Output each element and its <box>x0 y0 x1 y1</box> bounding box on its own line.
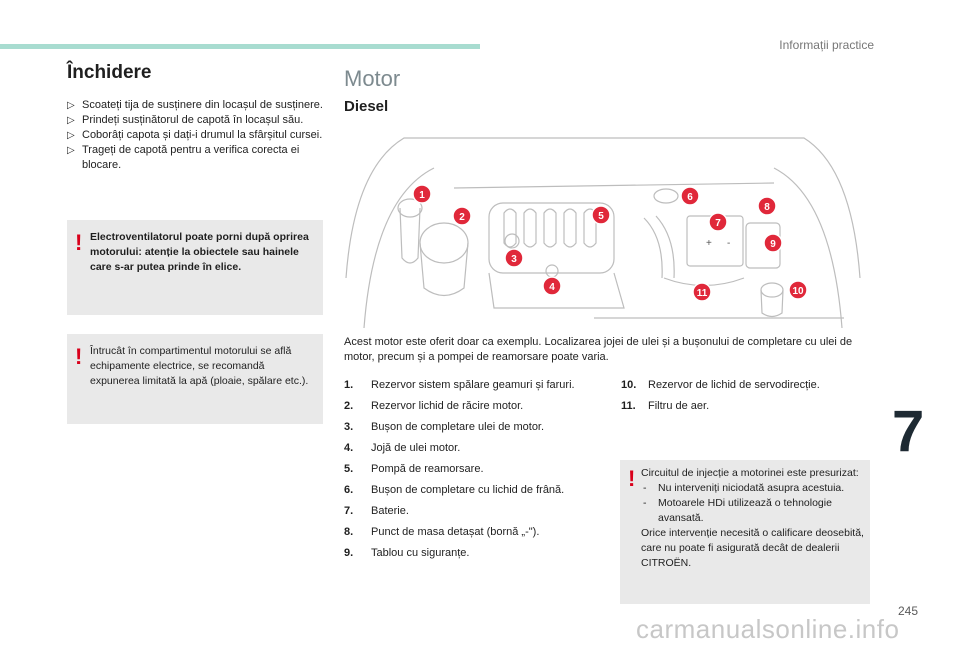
warning-text: Electroventilatorul poate porni după opr… <box>90 231 309 273</box>
list-item: 10.Rezervor de lichid de servodirecție. <box>621 379 820 391</box>
marker-label: 1 <box>419 190 425 201</box>
marker-label: 9 <box>770 239 776 250</box>
callout-markers <box>412 184 808 302</box>
parts-list-left: 1.Rezervor sistem spălare geamuri și far… <box>344 378 594 567</box>
list-item: ▷Coborâți capota și dați-i drumul la sfâ… <box>67 129 323 141</box>
list-item: 1.Rezervor sistem spălare geamuri și far… <box>344 379 575 391</box>
chapter-number: 7 <box>892 399 925 464</box>
marker-label: 10 <box>792 286 804 297</box>
page-number: 245 <box>898 604 919 618</box>
list-item: 4.Jojă de ulei motor. <box>344 442 461 454</box>
marker-3 <box>504 248 524 268</box>
warning-box-injection: ! Circuitul de injecție a motorinei este… <box>620 460 870 604</box>
marker-label: 2 <box>459 212 465 223</box>
motor-title: Motor <box>344 66 401 91</box>
list-item: 2.Rezervor lichid de răcire motor. <box>344 400 524 412</box>
header-accent-bar <box>0 44 480 49</box>
marker-9 <box>763 233 783 253</box>
bullet-icon: ▷ <box>67 145 75 156</box>
marker-7 <box>708 212 728 232</box>
list-item: 7.Baterie. <box>344 505 409 517</box>
warning-box-fan: ! Electroventilatorul poate porni după o… <box>67 220 323 315</box>
list-item: ▷Trageți de capotă pentru a verifica cor… <box>67 144 300 171</box>
list-item: 8.Punct de masa detașat (bornă „-"). <box>344 526 540 538</box>
warning-icon: ! <box>75 230 83 255</box>
list-item: 11.Filtru de aer. <box>621 400 710 412</box>
marker-label: 7 <box>715 218 721 229</box>
list-item: 9.Tablou cu siguranțe. <box>344 547 470 559</box>
bullet-icon: ▷ <box>67 130 75 141</box>
marker-11 <box>692 282 712 302</box>
warning-box-water: ! Întrucât în compartimentul motorului s… <box>67 334 323 424</box>
list-item: -Nu interveniți niciodată asupra acestui… <box>643 482 845 494</box>
parts-list-right: 10.Rezervor de lichid de servodirecție. … <box>621 378 861 420</box>
marker-label: 8 <box>764 202 770 213</box>
marker-10 <box>788 280 808 300</box>
list-item: 6.Bușon de completare cu lichid de frână… <box>344 484 565 496</box>
marker-label: 6 <box>687 192 693 203</box>
closing-title: Închidere <box>67 62 152 83</box>
list-item: 3.Bușon de completare ulei de motor. <box>344 421 545 433</box>
warning-icon: ! <box>75 344 83 369</box>
bullet-icon: ▷ <box>67 115 75 126</box>
diesel-subtitle: Diesel <box>344 98 389 115</box>
list-item: ▷Prindeți susținătorul de capotă în loca… <box>67 114 304 126</box>
marker-2 <box>452 206 472 226</box>
marker-label: 3 <box>511 254 517 265</box>
bullet-icon: ▷ <box>67 100 75 111</box>
marker-label: 5 <box>598 211 604 222</box>
list-item: ▷Scoateți tija de susținere din locașul … <box>67 99 323 111</box>
battery-plus-label: + <box>706 238 712 249</box>
marker-4 <box>542 276 562 296</box>
watermark-text: carmanualsonline.info <box>636 614 900 644</box>
warning-text: Circuitul de injecție a motorinei este p… <box>641 466 866 571</box>
marker-label: 11 <box>697 288 708 299</box>
engine-caption: Acest motor este oferit doar ca exemplu.… <box>344 336 853 363</box>
section-title: Informații practice <box>779 38 874 52</box>
marker-5 <box>591 205 611 225</box>
marker-label: 4 <box>549 282 555 293</box>
marker-1 <box>412 184 432 204</box>
closing-section: Închidere ▷Scoateți tija de susținere di… <box>67 62 323 173</box>
marker-8 <box>757 196 777 216</box>
closing-steps: ▷Scoateți tija de susținere din locașul … <box>67 98 323 173</box>
engine-bay-illustration: 1 2 3 4 5 6 7 8 9 10 11 + - <box>345 137 861 329</box>
warning-icon: ! <box>628 466 636 491</box>
warning-text: Întrucât în compartimentul motorului se … <box>90 345 309 387</box>
list-item: 5.Pompă de reamorsare. <box>344 463 484 475</box>
list-item: -Motoarele HDi utilizează o tehnologie a… <box>643 497 832 524</box>
marker-6 <box>680 186 700 206</box>
battery-minus-label: - <box>727 238 730 249</box>
